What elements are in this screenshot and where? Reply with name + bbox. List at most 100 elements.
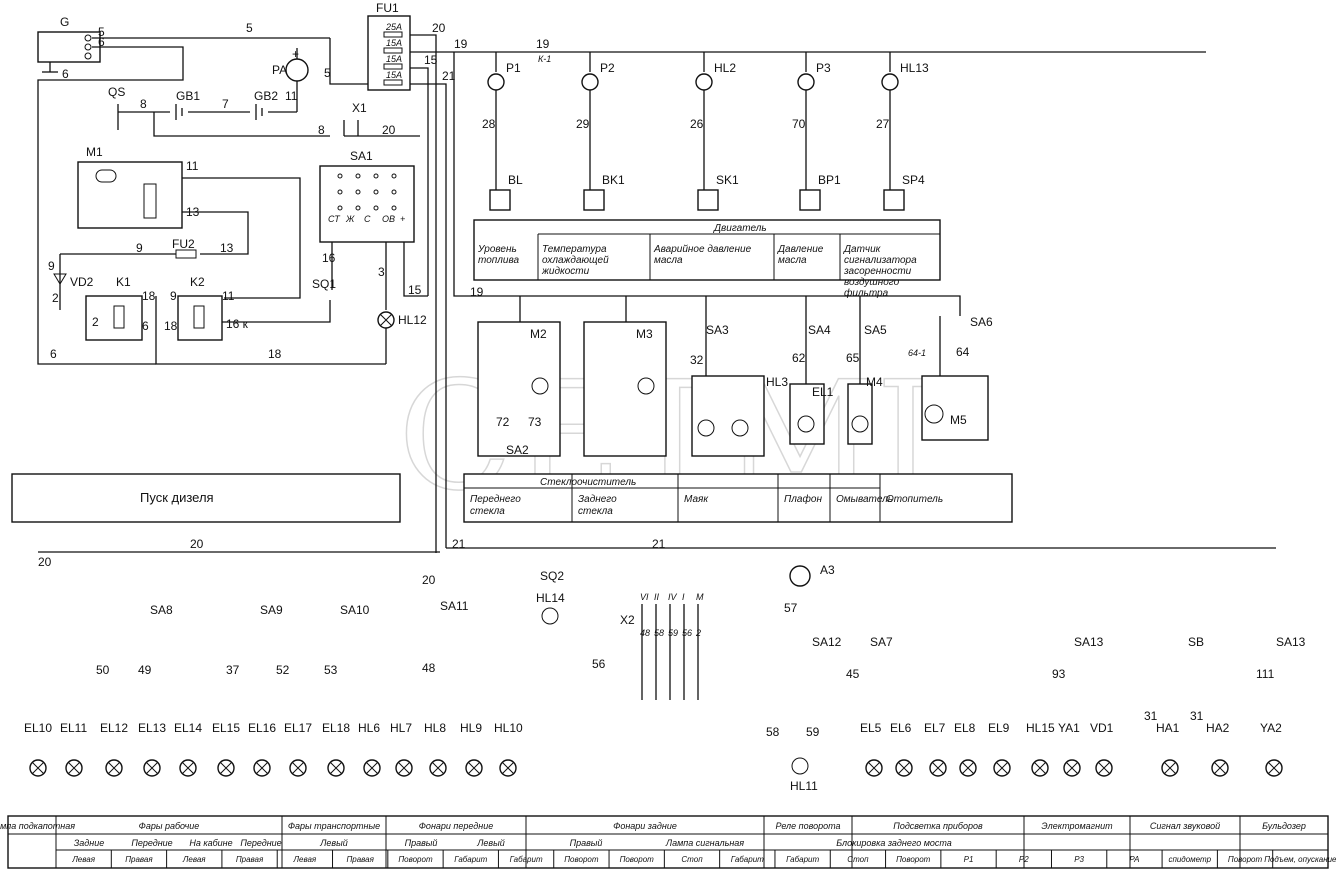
svg-text:11: 11 [186,159,199,173]
svg-text:50: 50 [96,663,110,677]
legend-cell: Поворот [896,855,931,864]
svg-text:VD2: VD2 [70,275,94,289]
mid-table-cell: Омыватель [836,494,893,505]
svg-text:56: 56 [592,657,606,671]
sa1-contact-label: Ж [345,214,355,224]
svg-text:16 к: 16 к [226,317,249,331]
svg-text:18: 18 [142,289,156,303]
legend-cell: Поворот [620,855,655,864]
lamp-label: HL10 [494,721,523,735]
legend-cell: Левая [71,855,95,864]
x2-pin: II [654,592,660,602]
legend-cell: Правая [125,855,153,864]
sa1-contact-label: С [364,214,371,224]
legend-group: Лампа подкапотная [0,821,75,831]
svg-text:21: 21 [452,537,466,551]
svg-text:19: 19 [454,37,468,51]
svg-text:64-1: 64-1 [908,348,926,358]
sensor-section: 19 К-1 P128BLP229BK1HL226SK1P370BP1HL132… [473,37,941,299]
qs-label: QS [108,85,125,99]
svg-text:73: 73 [528,415,542,429]
svg-text:5: 5 [324,66,331,80]
sensor-device: BP1 [818,173,841,187]
svg-text:8: 8 [318,123,325,137]
sensor-device: BK1 [602,173,625,187]
legend-cell: Правая [236,855,264,864]
sensor-gauge [695,73,713,91]
svg-text:SA11: SA11 [440,599,469,613]
svg-text:M1: M1 [86,145,103,159]
lamp-label: EL12 [100,721,128,735]
svg-text:20: 20 [422,573,436,587]
sensor-label: HL2 [714,61,736,75]
svg-text:5: 5 [98,25,105,39]
legend-subgroup: Лампа сигнальная [665,838,744,848]
sensor-wire: 29 [576,117,590,131]
legend-subgroup: Левый [476,838,505,848]
svg-text:20: 20 [38,555,52,569]
lighting-section: 20 20 21 21 20 SA8 SA9 SA10 SA11 SQ2 HL1… [24,537,1306,793]
sensor-gauge [487,73,505,91]
fu1-rating: 15A [386,38,402,48]
mid-table-cell: Плафон [784,493,822,505]
legend-group: Бульдозер [1262,821,1306,831]
generator-label: G [60,15,69,29]
lamp-label: EL15 [212,721,240,735]
svg-text:SA7: SA7 [870,635,893,649]
svg-text:49: 49 [138,663,152,677]
lamp-label: HA1 [1156,721,1180,735]
legend-group: Фары рабочие [139,821,200,831]
svg-text:32: 32 [690,353,704,367]
svg-text:93: 93 [1052,667,1066,681]
legend-cell: Габарит [454,855,487,864]
sensor-device: SK1 [716,173,739,187]
x2-wire: 58 [654,628,664,638]
legend-subgroup: Правый [405,838,438,848]
legend-subgroup: Левый [319,838,348,848]
svg-text:7: 7 [222,97,229,111]
svg-text:HL14: HL14 [536,591,565,605]
sensor-label: HL13 [900,61,929,75]
svg-text:SQ1: SQ1 [312,277,336,291]
svg-text:SA4: SA4 [808,323,831,337]
sensor-wire: 27 [876,117,890,131]
legend-subgroup: Передние [131,838,172,848]
svg-text:52: 52 [276,663,290,677]
sensor-wire: 28 [482,117,496,131]
legend-group: Подсветка приборов [893,821,983,831]
sensor-device: BL [508,173,523,187]
svg-text:19: 19 [470,285,484,299]
svg-text:GB1: GB1 [176,89,200,103]
svg-text:K2: K2 [190,275,205,289]
svg-text:M4: M4 [866,375,883,389]
svg-text:9: 9 [48,259,55,273]
svg-text:20: 20 [432,21,446,35]
svg-text:GB2: GB2 [254,89,278,103]
svg-text:6: 6 [62,67,69,81]
svg-text:6: 6 [142,319,149,333]
svg-text:11: 11 [222,289,235,303]
lamp-label: EL14 [174,721,202,735]
lamp-label: YA1 [1058,721,1080,735]
lamp-label: EL8 [954,721,976,735]
fu1-rating: 25A [385,22,402,32]
svg-text:3: 3 [378,265,385,279]
x2-pin: IV [668,592,678,602]
svg-text:8: 8 [140,97,147,111]
legend-cell: Левая [182,855,206,864]
svg-text:72: 72 [496,415,510,429]
lamp-label: HA2 [1206,721,1230,735]
legend-group: Сигнал звуковой [1150,821,1220,831]
lamp-label: EL7 [924,721,946,735]
sa1-contact-label: СТ [328,214,341,224]
sensor-gauge [797,73,815,91]
legend-cell: Стоп [681,855,703,864]
svg-text:9: 9 [170,289,177,303]
svg-text:SA13: SA13 [1276,635,1306,649]
lamp-label: EL13 [138,721,166,735]
svg-text:2: 2 [92,315,99,329]
start-diesel-box [11,473,401,523]
